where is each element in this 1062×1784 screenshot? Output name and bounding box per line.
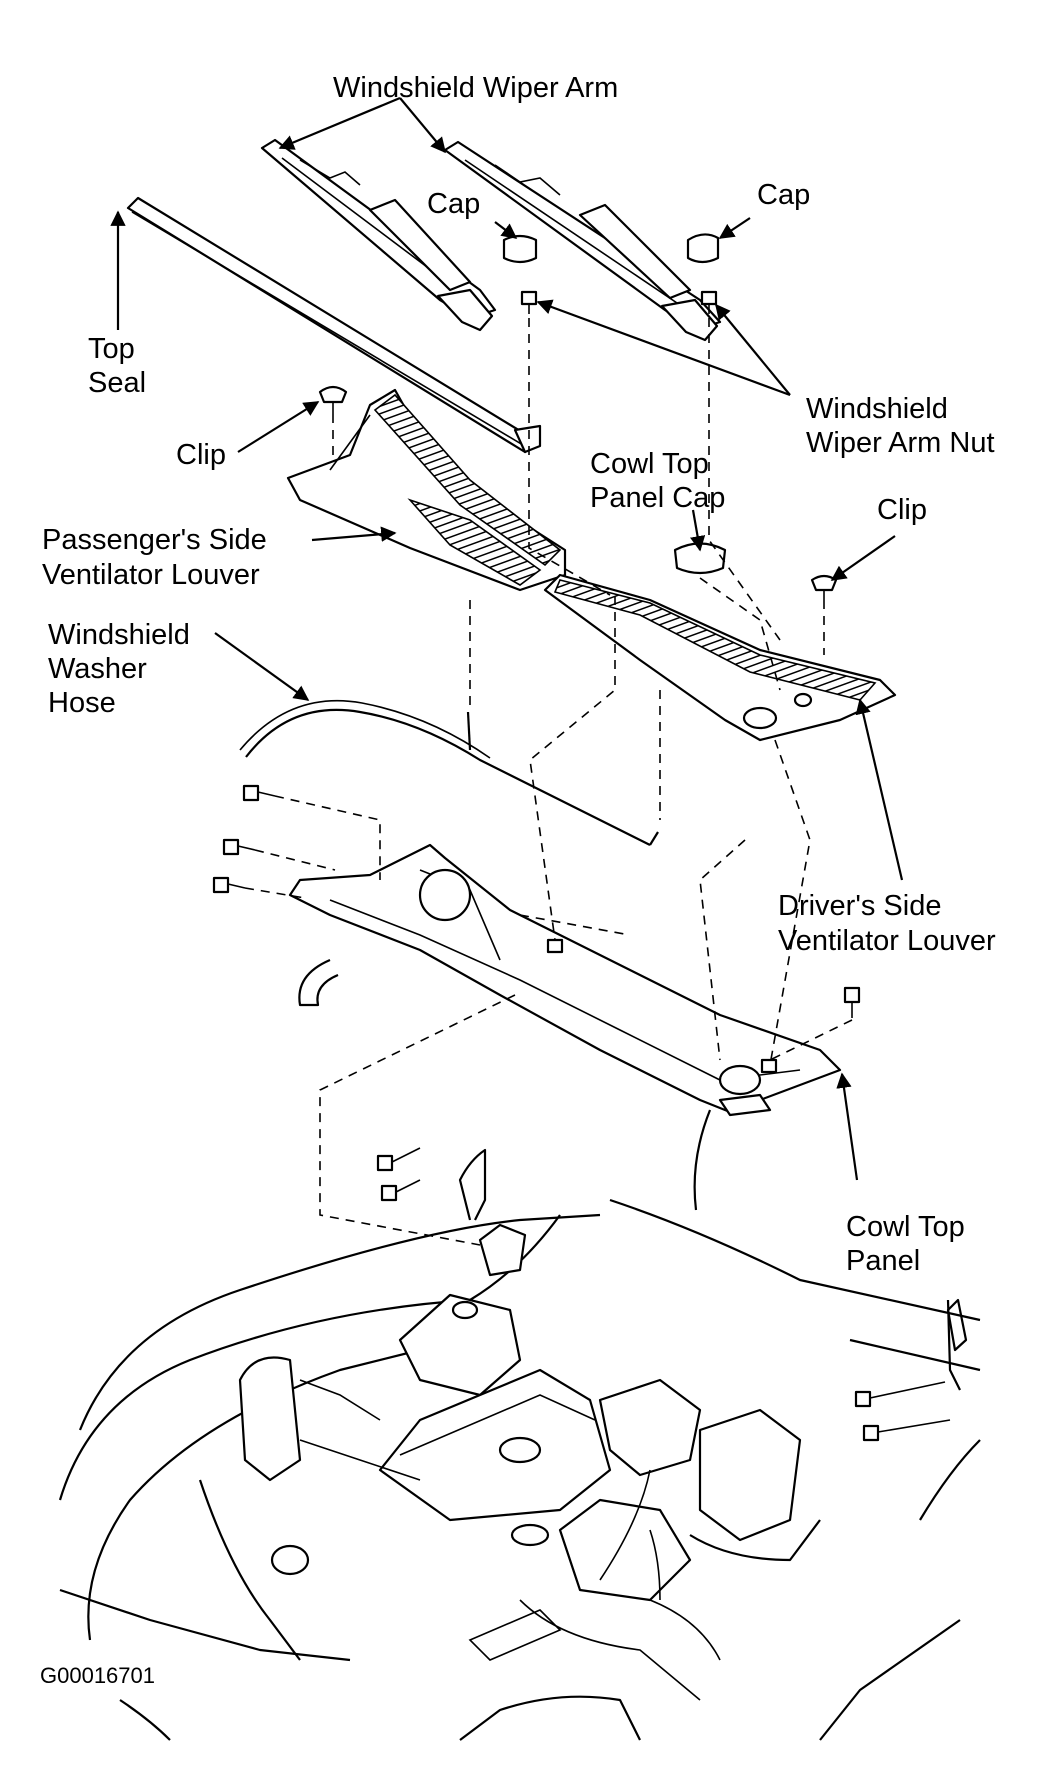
label-arm-nut-line1: Windshield [806,393,948,425]
wiper-arm-right [443,140,722,342]
label-pass-louver-line2: Ventilator Louver [42,559,260,591]
label-top-seal-line1: Top [88,333,135,365]
label-cowl-cap-line2: Panel Cap [590,482,725,514]
cap-left-part [502,234,538,264]
label-pass-louver-line1: Passenger's Side [42,524,267,556]
engine-bay-components [238,1223,802,1701]
label-washer-hose-line3: Hose [48,687,116,719]
leader-arrows [110,96,904,1181]
bolts-upper-left [212,784,276,894]
label-washer-hose-line1: Windshield [48,619,190,651]
label-driver-louver-line2: Ventilator Louver [778,925,996,957]
wiper-arm-left [260,138,497,332]
label-driver-louver-line1: Driver's Side [778,890,941,922]
label-cowl-cap-line1: Cowl Top [590,448,709,480]
label-top-seal-line2: Seal [88,367,146,399]
label-arm-nut-line2: Wiper Arm Nut [806,427,995,459]
label-washer-hose-line2: Washer [48,653,147,685]
top-seal-part [126,196,542,454]
label-cowl-panel-line2: Panel [846,1245,920,1277]
label-cap-left: Cap [427,188,480,220]
label-clip-right: Clip [877,494,927,526]
cowl-top-panel-part [288,843,842,1211]
clip-right-part [810,574,838,600]
washer-hose-part [239,699,659,846]
alignment-lines [244,318,853,1246]
bolt-right-panel [843,986,861,1018]
driver-louver-part [543,573,897,742]
cap-right-part [686,233,720,264]
figure-code: G00016701 [40,1663,155,1688]
arm-nut-left [520,290,538,314]
label-wiper-arm: Windshield Wiper Arm [333,72,618,104]
label-cowl-panel-line1: Cowl Top [846,1211,965,1243]
arm-nut-right [700,290,718,314]
label-clip-left: Clip [176,439,226,471]
label-cap-right: Cap [757,179,810,211]
passenger-louver-part [286,388,567,592]
lower-bolts [376,1147,951,1442]
clip-left-part [318,385,348,414]
